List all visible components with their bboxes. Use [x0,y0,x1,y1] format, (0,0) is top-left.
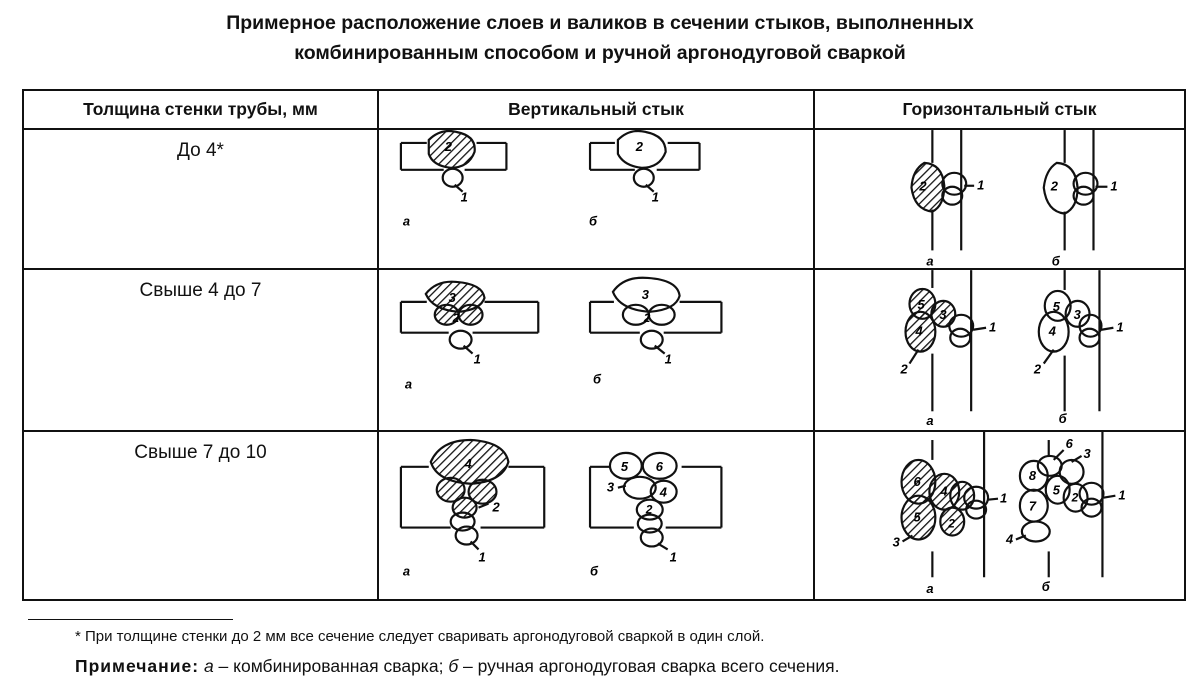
vertical-joint-figure: 3 2 1 а 3 2 1 б [377,268,815,432]
bead-number: 2 [1050,179,1059,194]
bead-number: 1 [670,549,677,564]
bead-number: 2 [947,516,955,530]
bead-number: 2 [1033,362,1042,377]
header-thickness: Толщина стенки трубы, мм [22,89,379,130]
label-a: а [926,414,933,429]
header-vertical-joint: Вертикальный стык [377,89,815,130]
bead-number: 1 [479,549,486,564]
vertical-joint-diagram-2: 3 2 1 а 3 2 1 б [399,277,723,392]
horizontal-joint-figure: 6 5 4 2 1 3 а 8 7 5 2 6 3 1 4 б [813,429,1186,601]
page-title: Примерное расположение слоев и валиков в… [0,8,1200,68]
bead-number: 3 [1074,307,1082,322]
note-label: Примечание: [75,656,200,676]
bead-number: 1 [1000,490,1007,505]
header-horizontal-joint: Горизонтальный стык [813,89,1186,130]
bead-number: 2 [444,139,453,154]
bead-number: 6 [656,458,664,473]
bead-number: 4 [914,324,922,339]
vertical-joint-figure: 2 1 а 2 1 б [377,127,815,271]
label-b: б [1042,579,1051,594]
note-b-text: – ручная аргонодуговая сварка всего сече… [458,656,840,676]
bead-number: 1 [474,352,481,367]
bead-number: 2 [918,179,927,194]
title-line-2: комбинированным способом и ручной аргоно… [294,42,906,64]
note: Примечание: а – комбинированная сварка; … [75,656,839,677]
table-row: Свыше 7 до 10 [22,429,1186,601]
label-b: б [1059,412,1068,427]
bead-number: 8 [1029,467,1037,482]
label-b: б [590,563,599,578]
bead-number: 5 [1053,482,1061,497]
bead-number: 1 [652,190,659,205]
horizontal-joint-diagram-3: 6 5 4 2 1 3 а 8 7 5 2 6 3 1 4 б [893,431,1126,596]
bead-number: 2 [645,502,653,516]
bead-number: 4 [939,483,947,498]
label-b: б [1052,253,1061,268]
horizontal-joint-figure: 2 1 а 2 1 б [813,127,1186,271]
bead-number: 6 [1066,436,1074,451]
footnote-divider [28,619,233,620]
bead-number: 3 [642,287,650,302]
label-a: а [926,253,933,268]
table-row: Свыше 4 до 7 [22,268,1186,432]
note-a-text: – комбинированная сварка; [213,656,449,676]
bead-number: 2 [491,499,500,514]
bead-number: 5 [917,297,925,312]
bead-number: 1 [1110,179,1117,194]
bead-number: 6 [913,473,921,488]
bead-number: 3 [449,290,457,305]
vertical-joint-diagram-3: 4 2 1 а 5 6 3 4 2 1 б [399,438,723,578]
bead-number: 4 [659,484,667,499]
bead-number: 5 [1053,299,1061,314]
bead-number: 3 [893,534,901,549]
title-line-1: Примерное расположение слоев и валиков в… [226,12,974,34]
thickness-cell: До 4* [22,127,379,271]
thickness-cell: Свыше 7 до 10 [22,429,379,601]
label-a: а [926,581,933,596]
table-row: До 4* 2 [22,127,1186,271]
bead-number: 1 [977,178,984,193]
bead-number: 4 [464,455,472,470]
label-a: а [405,377,412,392]
bead-number: 3 [1084,446,1092,461]
bead-number: 1 [989,320,996,335]
bead-number: 1 [1118,487,1125,502]
bead-number: 2 [1071,490,1079,504]
bead-number: 1 [461,190,468,205]
table-header-row: Толщина стенки трубы, мм Вертикальный ст… [22,89,1186,130]
note-a-letter: а [203,656,214,676]
vertical-joint-figure: 4 2 1 а 5 6 3 4 2 1 б [377,429,815,601]
bead-number: 2 [900,362,909,377]
label-a: а [403,563,410,578]
bead-number: 2 [452,311,460,325]
weld-layers-table: Толщина стенки трубы, мм Вертикальный ст… [22,89,1186,601]
bead-number: 7 [1029,498,1037,513]
horizontal-joint-diagram-2: 5 4 3 1 2 а 5 4 3 1 2 б [900,270,1124,429]
bead-number: 5 [621,458,629,473]
bead-number: 2 [635,139,644,154]
bead-number: 1 [1116,320,1123,335]
bead-number: 3 [607,479,615,494]
bead-number: 3 [939,307,947,322]
bead-number: 2 [643,311,651,325]
note-b-letter: б [448,656,459,676]
bead-number: 4 [1005,531,1013,546]
bead-number: 1 [665,352,672,367]
vertical-joint-diagram-1: 2 1 а 2 1 б [399,130,701,229]
label-b: б [593,372,602,387]
bead-number: 5 [913,509,921,524]
footnote: * При толщине стенки до 2 мм все сечение… [75,628,765,645]
horizontal-joint-figure: 5 4 3 1 2 а 5 4 3 1 2 б [813,268,1186,432]
bead-number: 4 [1048,324,1056,339]
label-a: а [403,214,410,229]
thickness-cell: Свыше 4 до 7 [22,268,379,432]
label-b: б [589,214,598,229]
horizontal-joint-diagram-1: 2 1 а 2 1 б [910,130,1118,268]
